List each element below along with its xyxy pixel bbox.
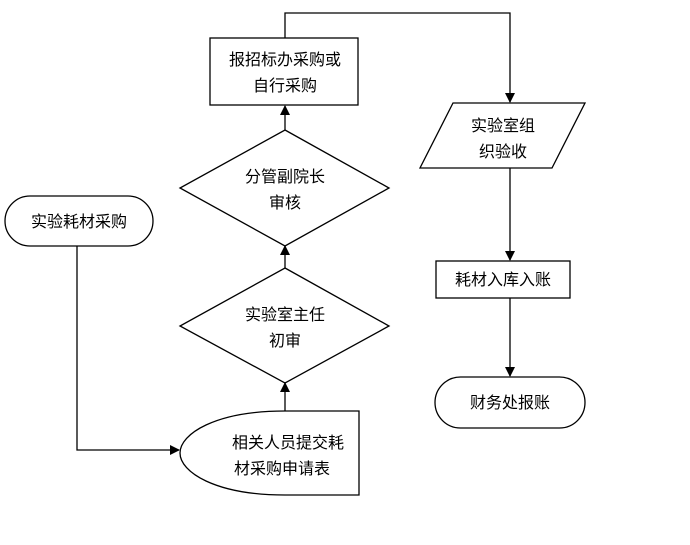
node-apply: 相关人员提交耗 材采购申请表 [179, 410, 360, 496]
node-review2-line2: 审核 [269, 193, 301, 212]
node-purchase-line1: 报招标办采购或 [229, 50, 341, 69]
node-apply-line1: 相关人员提交耗 [232, 433, 344, 452]
node-review1-line1: 实验室主任 [245, 305, 325, 324]
node-review1: 实验室主任 初审 [178, 267, 391, 384]
node-stock: 耗材入库入账 [435, 260, 571, 299]
node-finance: 财务处报账 [434, 376, 586, 429]
node-review2-line1: 分管副院长 [245, 167, 325, 186]
connector-purchase-to-accept [284, 12, 515, 103]
node-review1-line2: 初审 [269, 331, 301, 350]
node-review2: 分管副院长 审核 [178, 129, 391, 247]
node-accept-line2: 织验收 [479, 142, 527, 161]
node-apply-line2: 材采购申请表 [234, 459, 330, 478]
node-stock-label: 耗材入库入账 [455, 270, 551, 289]
node-start-label: 实验耗材采购 [31, 212, 127, 231]
connector-start-to-apply [76, 245, 180, 455]
node-finance-label: 财务处报账 [470, 393, 550, 412]
node-purchase-line2: 自行采购 [253, 76, 317, 95]
node-accept-line1: 实验室组 [471, 116, 535, 135]
node-purchase: 报招标办采购或 自行采购 [209, 37, 359, 106]
node-start: 实验耗材采购 [4, 195, 154, 247]
node-accept: 实验室组 织验收 [418, 102, 587, 169]
